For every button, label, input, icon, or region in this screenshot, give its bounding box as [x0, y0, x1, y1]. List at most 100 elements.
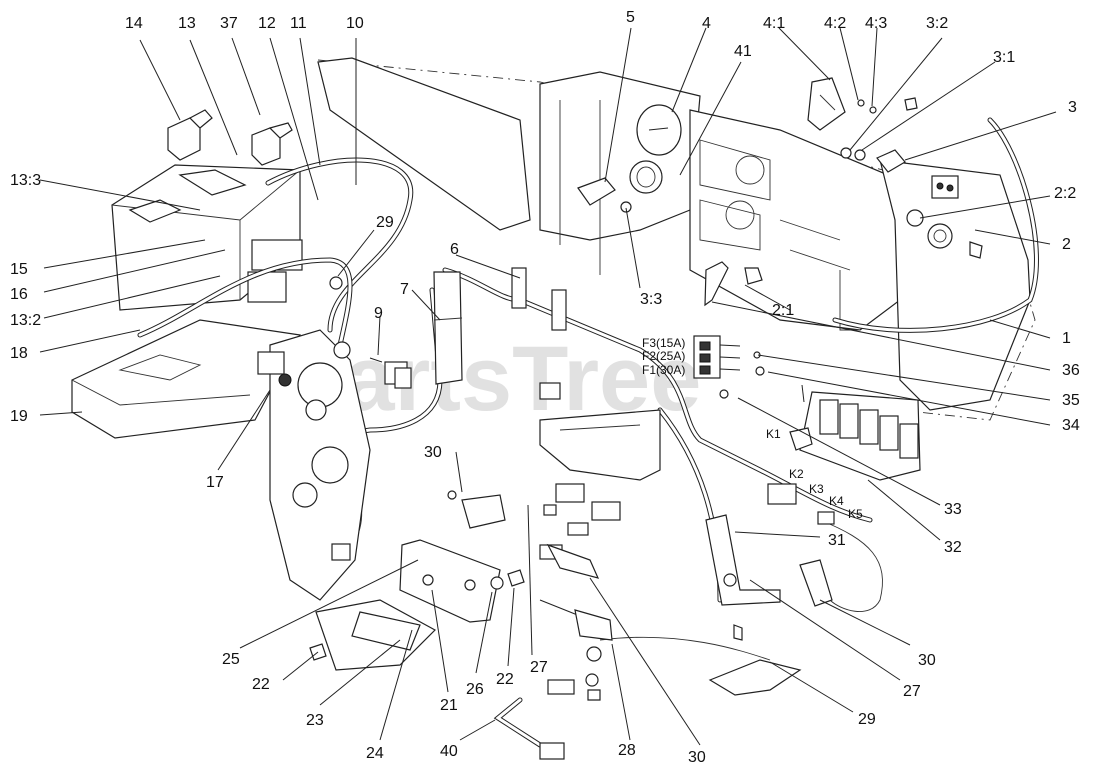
connector-plugs [331, 382, 835, 561]
battery [111, 164, 303, 311]
callout-40: 40 [440, 743, 458, 760]
fuse-block [693, 335, 741, 379]
ignition-switch [577, 177, 632, 213]
callout-30-lower: 30 [688, 749, 706, 766]
callout-21: 21 [440, 697, 458, 714]
callout-27-left: 27 [530, 659, 548, 676]
callout-35: 35 [1062, 392, 1080, 409]
nut-3-1 [854, 149, 866, 161]
harness-tie [329, 276, 802, 696]
relay-bank [789, 391, 921, 481]
washer-3-2 [840, 147, 852, 159]
callout-4-1: 4:1 [763, 15, 785, 32]
bolt-22b [507, 569, 525, 587]
callout-27-right: 27 [903, 683, 921, 700]
rocker-switch [931, 175, 959, 199]
switch-bracket [705, 514, 781, 641]
callout-18: 18 [10, 345, 28, 362]
callout-37: 37 [220, 15, 238, 32]
callout-26: 26 [466, 681, 484, 698]
screw-34 [801, 384, 805, 403]
fuse-labels: F3(15A) F2(25A) F1(30A) [642, 336, 685, 377]
callout-34: 34 [1062, 417, 1080, 434]
callout-23: 23 [306, 712, 324, 729]
callout-4-3: 4:3 [865, 15, 887, 32]
callout-3-1: 3:1 [993, 49, 1015, 66]
cable-clamp [511, 267, 567, 331]
callout-13-2: 13:2 [10, 312, 41, 329]
relay-label-k3: K3 [809, 482, 824, 496]
solenoid-relay [369, 357, 412, 389]
callout-30-right: 30 [918, 652, 936, 669]
callout-7: 7 [400, 281, 409, 298]
callout-1: 1 [1062, 330, 1071, 347]
nut-4-2 [857, 99, 865, 107]
interlock-switch-bottom [546, 543, 600, 579]
callout-22-left: 22 [252, 676, 270, 693]
battery-tray [71, 319, 301, 439]
callout-29: 29 [376, 214, 394, 231]
callout-13-3: 13:3 [10, 172, 41, 189]
callout-31: 31 [828, 532, 846, 549]
relay-label-k5: K5 [848, 507, 863, 521]
key-switch [906, 209, 983, 259]
callout-17: 17 [206, 474, 224, 491]
callout-2: 2 [1062, 236, 1071, 253]
callout-19: 19 [10, 408, 28, 425]
interlock-switch-right [799, 559, 833, 607]
hour-meter [636, 104, 682, 156]
callout-16: 16 [10, 286, 28, 303]
nut-4-3 [869, 106, 877, 114]
callout-3: 3 [1068, 99, 1077, 116]
seat-harness [493, 679, 575, 760]
callout-29-lower: 29 [858, 711, 876, 728]
callout-2-1: 2:1 [772, 302, 794, 319]
callout-13: 13 [178, 15, 196, 32]
callout-9: 9 [374, 305, 383, 322]
callout-14: 14 [125, 15, 143, 32]
warning-bracket [807, 77, 846, 131]
callout-33: 33 [944, 501, 962, 518]
callout-10: 10 [346, 15, 364, 32]
leader-lines [39, 27, 1057, 746]
nut-33 [719, 389, 729, 399]
terminal-cover-red [167, 109, 213, 161]
callout-32: 32 [944, 539, 962, 556]
callout-41: 41 [734, 43, 752, 60]
callout-4-2: 4:2 [824, 15, 846, 32]
indicator-lamp [629, 160, 663, 194]
toggle-switch [876, 97, 918, 173]
callout-24: 24 [366, 745, 384, 762]
throttle-lever [704, 261, 763, 307]
starter-motor [257, 329, 371, 601]
linkage-rod [539, 599, 613, 701]
callout-11: 11 [290, 15, 307, 32]
callout-3-3: 3:3 [640, 291, 662, 308]
callout-5: 5 [626, 9, 635, 26]
battery-cables [137, 157, 414, 348]
callout-3-2: 3:2 [926, 15, 948, 32]
interlock-switch-left [447, 490, 506, 529]
fuse-label-f2: F2(25A) [642, 349, 685, 363]
relay-label-k4: K4 [829, 494, 844, 508]
callout-2-2: 2:2 [1054, 185, 1076, 202]
relay-labels: K1 K2 K3 K4 K5 [766, 427, 863, 521]
washer-26 [490, 576, 504, 590]
callout-labels: 14 13 37 12 11 10 5 4 41 4:1 4:2 4:3 3:2… [10, 9, 1080, 766]
relay-label-k2: K2 [789, 467, 804, 481]
switch-plate [399, 539, 501, 623]
relay-label-k1: K1 [766, 427, 781, 441]
callout-6: 6 [450, 241, 459, 258]
fuse-label-f1: F1(30A) [642, 363, 685, 377]
callout-12: 12 [258, 15, 276, 32]
callout-25: 25 [222, 651, 240, 668]
washer-35 [755, 366, 765, 376]
callout-15: 15 [10, 261, 28, 278]
callout-30-upper: 30 [424, 444, 442, 461]
cable-channel [433, 271, 463, 385]
callout-36: 36 [1062, 362, 1080, 379]
fuse-label-f3: F3(15A) [642, 336, 685, 350]
callout-22-right: 22 [496, 671, 514, 688]
terminal-cover-black [251, 122, 293, 166]
